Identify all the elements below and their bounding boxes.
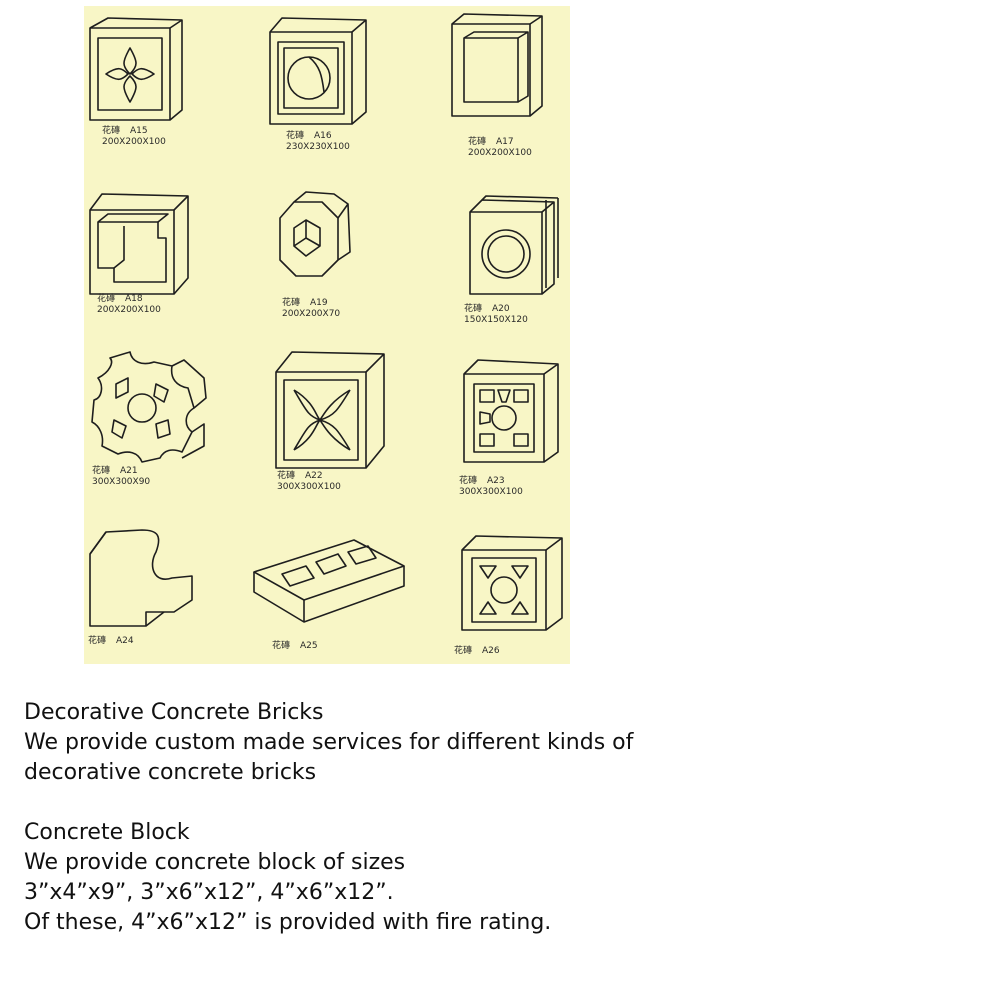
- brick-drawing-a19: [279, 191, 351, 277]
- brick-drawing-a26: [461, 535, 563, 631]
- brick-drawing-a24: [89, 529, 193, 627]
- brick-drawing-a15: [89, 17, 183, 121]
- decorative-line-1: We provide custom made services for diff…: [24, 730, 634, 755]
- brick-drawing-a17: [451, 13, 543, 117]
- block-line-3: Of these, 4”x6”x12” is provided with fir…: [24, 910, 552, 935]
- block-section: Concrete Block We provide concrete block…: [24, 818, 633, 938]
- brick-drawing-a25: [253, 539, 405, 623]
- brick-drawing-a16: [269, 17, 367, 125]
- block-title: Concrete Block: [24, 820, 190, 845]
- brick-drawing-a18: [89, 193, 189, 295]
- brick-drawing-a22: [275, 351, 385, 469]
- brick-drawing-a23: [463, 359, 559, 463]
- decorative-line-2: decorative concrete bricks: [24, 760, 317, 785]
- decorative-section: Decorative Concrete Bricks We provide cu…: [24, 698, 633, 788]
- block-line-2: 3”x4”x9”, 3”x6”x12”, 4”x6”x12”.: [24, 880, 394, 905]
- brick-drawing-a21: [91, 351, 207, 463]
- description-text: Decorative Concrete Bricks We provide cu…: [24, 698, 633, 968]
- decorative-title: Decorative Concrete Bricks: [24, 700, 324, 725]
- brick-drawing-a20: [469, 195, 559, 295]
- block-line-1: We provide concrete block of sizes: [24, 850, 406, 875]
